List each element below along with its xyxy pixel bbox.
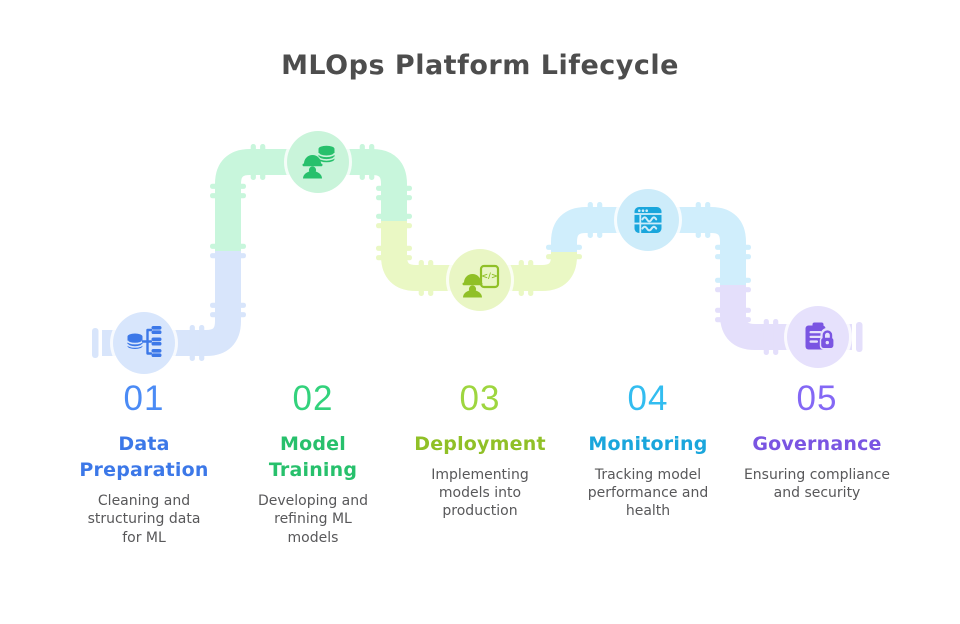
- node-circle: [113, 312, 175, 374]
- engineer-code-file-icon: </>: [462, 264, 500, 298]
- pipe-governance: [720, 285, 852, 350]
- node-monitoring: [614, 186, 682, 254]
- stage-column-deployment: 03 Deployment Implementing models into p…: [385, 379, 575, 521]
- svg-text:</>: </>: [481, 272, 497, 281]
- node-data-preparation: [110, 309, 178, 377]
- stage-description: Ensuring compliance and security: [743, 466, 891, 502]
- stage-column-governance: 05 Governance Ensuring compliance and se…: [722, 379, 912, 502]
- node-governance: [784, 303, 852, 371]
- stage-title: Deployment: [414, 432, 546, 455]
- pipe-coupling: [546, 202, 751, 283]
- engineer-database-icon: [302, 145, 336, 179]
- node-model-training: [284, 128, 352, 196]
- stage-title: Model Training: [268, 432, 358, 481]
- page-title: MLOps Platform Lifecycle: [281, 50, 679, 81]
- stage-column-monitoring: 04 Monitoring Tracking model performance…: [553, 379, 743, 521]
- dashboard-waveform-icon: [634, 207, 662, 233]
- pipe-coupling: [715, 287, 779, 355]
- stage-title: Governance: [752, 432, 882, 455]
- pipe-start-flange: [92, 328, 99, 358]
- pipe-coupling: [189, 253, 246, 361]
- pipe-end-flange: [856, 322, 863, 352]
- stage-column-data-preparation: 01 Data Preparation Cleaning and structu…: [49, 379, 239, 547]
- pipe-coupling: [210, 144, 412, 249]
- stage-description: Developing and refining ML models: [257, 493, 369, 546]
- stage-column-model-training: 02 Model Training Developing and refinin…: [218, 379, 408, 547]
- stage-description: Implementing models into production: [431, 466, 529, 520]
- stage-number: 03: [459, 379, 501, 418]
- stage-number: 04: [627, 379, 669, 418]
- stage-description: Cleaning and structuring data for ML: [87, 493, 201, 546]
- stage-number: 05: [796, 379, 838, 418]
- clipboard-lock-icon: [805, 322, 835, 350]
- pipe-coupling: [376, 223, 582, 296]
- node-deployment: </>: [446, 246, 514, 314]
- stage-title: Data Preparation: [79, 432, 209, 481]
- stage-number: 01: [123, 379, 165, 418]
- stage-number: 02: [292, 379, 334, 418]
- database-branch-icon: [126, 326, 162, 357]
- pipe-data-preparation: [102, 251, 241, 356]
- stage-description: Tracking model performance and health: [587, 466, 709, 520]
- stage-title: Monitoring: [588, 432, 708, 455]
